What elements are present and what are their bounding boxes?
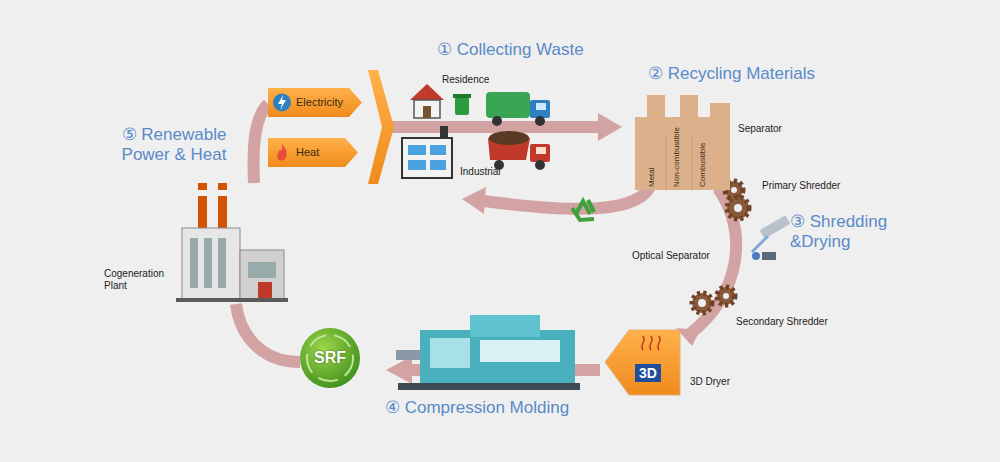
recycle-symbol (572, 200, 594, 220)
srf-node: SRF (300, 328, 360, 388)
node-text: Heat (296, 146, 319, 159)
node-text: Electricity (296, 96, 343, 109)
step-title: ③ Shredding &Drying (790, 212, 894, 251)
arrow-node: Electricity (268, 88, 362, 117)
node-text: Separator (738, 123, 782, 135)
part-label: Primary Shredder (762, 180, 840, 192)
step-title: ④ Compression Molding (385, 398, 569, 418)
secondary-shredder-gears (692, 287, 735, 313)
part-label: Cogeneration Plant (104, 268, 176, 291)
node-text: SRF (314, 349, 346, 367)
cogeneration-plant (176, 183, 288, 302)
node-text: Non-combustible (672, 127, 681, 187)
separator-node: SeparatorMetalNon-combustibleCombustible (635, 95, 730, 190)
step-title: ⑤ Renewable Power & Heat (110, 125, 238, 164)
bin-icon (453, 94, 471, 115)
arrow-node: Heat (268, 138, 358, 167)
house-icon (410, 84, 444, 118)
step-title: ② Recycling Materials (648, 64, 815, 84)
part-label: Secondary Shredder (736, 316, 828, 328)
energy-chevron (368, 70, 394, 184)
molding-machine (396, 315, 580, 390)
dump-truck (488, 131, 550, 170)
optical-separator-device (752, 215, 790, 260)
dryer-shape (605, 330, 680, 395)
part-label: Residence (442, 74, 489, 86)
node-text: Combustible (698, 143, 707, 187)
dryer-node: 3D Dryer3D (605, 330, 680, 395)
node-text: Metal (647, 167, 656, 187)
step-title: ① Collecting Waste (437, 40, 584, 60)
part-label: Optical Separator (632, 250, 710, 262)
factory-icon (402, 126, 452, 178)
garbage-truck (486, 92, 550, 126)
node-text: 3D (635, 364, 661, 382)
part-label: Industrial (460, 166, 501, 178)
node-text: 3D Dryer (690, 376, 730, 388)
